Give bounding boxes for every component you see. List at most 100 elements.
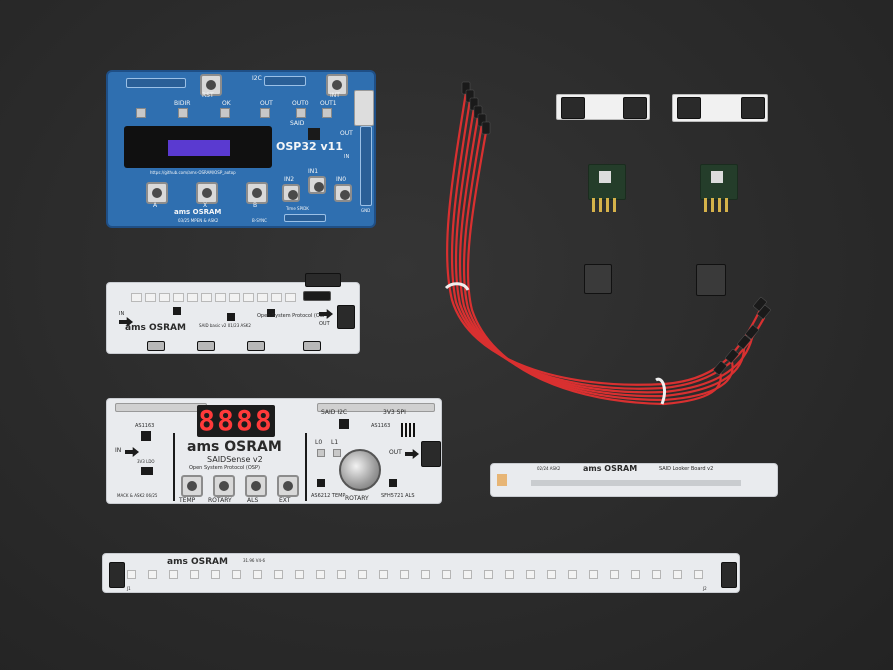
osp-out-connector <box>354 90 374 126</box>
rgb-switch-2[interactable] <box>197 341 215 351</box>
als-sensor <box>389 479 397 487</box>
rotary-button[interactable] <box>213 475 235 497</box>
rgb-led-8 <box>229 293 240 302</box>
rgb-switch-1[interactable] <box>147 341 165 351</box>
strip-led <box>694 570 703 579</box>
ldo-label: 3V3 LDO <box>137 459 155 464</box>
rgb-led-7 <box>215 293 226 302</box>
right-chip-label: AS1163 <box>371 423 391 429</box>
strip-led <box>484 570 493 579</box>
strip-led <box>169 570 178 579</box>
loose-connector-1 <box>584 264 612 294</box>
l0-label: L0 <box>315 439 323 446</box>
int-button[interactable] <box>326 74 348 96</box>
rgb-switch-3[interactable] <box>247 341 265 351</box>
osp32-sub: 03/25 MPEN & ASK2 <box>178 218 219 223</box>
als-button[interactable] <box>245 475 267 497</box>
led-strip: ams OSRAM 31.96 V4-6 J1 J2 <box>102 553 740 593</box>
strip-right-connector <box>721 562 737 588</box>
led-3 <box>220 108 230 118</box>
sense-header-right <box>317 403 435 412</box>
als-label: ALS <box>247 497 259 504</box>
bottom-header <box>284 214 326 222</box>
sensor-2-pin <box>704 198 707 212</box>
looker-pad <box>497 474 507 486</box>
in0-label: IN0 <box>336 176 347 183</box>
temp-label: TEMP <box>179 497 196 504</box>
ext-button[interactable] <box>277 475 299 497</box>
rgb-out-label: OUT <box>319 321 330 327</box>
strip-led <box>232 570 241 579</box>
out0-label: OUT0 <box>292 100 309 107</box>
strip-led <box>400 570 409 579</box>
osp32-board: RST I2C INT BIDIR OK OUT OUT0 OUT1 SAID … <box>106 70 376 228</box>
strip-led <box>274 570 283 579</box>
strip-led <box>610 570 619 579</box>
sense-in-arrow-icon <box>125 447 139 457</box>
i2c-module-2 <box>672 94 768 122</box>
rst-label: RST <box>202 92 214 99</box>
said-chip <box>308 128 320 140</box>
saidsense-board: AS1163 IN 3V3 LDO MACK & ASK2 06/25 8888… <box>106 398 442 504</box>
oled-screen <box>168 140 230 156</box>
sensor-1-pin <box>599 198 602 212</box>
sensor-module-1 <box>588 164 626 200</box>
rgb-osp-text: Open System Protocol (OSP) <box>257 313 328 319</box>
rgb-chip-2 <box>227 313 235 321</box>
left-divider <box>173 433 175 501</box>
l1-label: L1 <box>331 439 339 446</box>
rgb-led-2 <box>145 293 156 302</box>
gnd-label: GND <box>361 208 371 213</box>
temp-sensor-label: AS6212 TEMP <box>311 493 346 499</box>
sync-label: B-SYNC <box>252 218 267 223</box>
fuse-label: Trme SPIDK <box>286 206 309 211</box>
rgb-led-10 <box>257 293 268 302</box>
in2-button[interactable] <box>282 184 300 202</box>
a-button[interactable] <box>146 182 168 204</box>
right-header <box>360 126 372 206</box>
sense-out-label: OUT <box>389 449 402 456</box>
i2c-module-2-right-conn <box>741 97 765 119</box>
strip-led <box>337 570 346 579</box>
x-label: X <box>203 202 208 209</box>
looker-trace <box>531 480 741 486</box>
led-1 <box>136 108 146 118</box>
rst-button[interactable] <box>200 74 222 96</box>
in-side-label: IN <box>344 154 350 160</box>
rgb-led-3 <box>159 293 170 302</box>
right-as1163-chip <box>339 419 349 429</box>
side-out-label: OUT <box>340 130 353 137</box>
ok-label: OK <box>222 100 231 107</box>
rgb-led-5 <box>187 293 198 302</box>
sense-title: SAIDSense v2 <box>207 455 263 464</box>
strip-brand: ams OSRAM <box>167 557 228 567</box>
sensor-2-pin <box>725 198 728 212</box>
rgb-switch-4[interactable] <box>303 341 321 351</box>
rgb-board: IN SAID basic v2 01/23 ASK2 Open System … <box>106 273 360 354</box>
top-black-connector <box>305 273 341 287</box>
rgb-led-6 <box>201 293 212 302</box>
rotary-knob[interactable] <box>339 449 381 491</box>
rgb-out-connector <box>337 305 355 329</box>
in0-button[interactable] <box>334 184 352 202</box>
strip-led <box>463 570 472 579</box>
sensor-1-pin <box>592 198 595 212</box>
i2c-tag: SAID I2C <box>321 409 348 416</box>
i2c-label: I2C <box>252 75 262 82</box>
strip-led <box>190 570 199 579</box>
strip-led <box>589 570 598 579</box>
rgb-led-4 <box>173 293 184 302</box>
i2c-module-2-left-conn <box>677 97 701 119</box>
in1-button[interactable] <box>308 176 326 194</box>
strip-led <box>652 570 661 579</box>
rgb-brand: ams OSRAM <box>125 323 186 333</box>
x-button[interactable] <box>196 182 218 204</box>
b-button[interactable] <box>246 182 268 204</box>
i2c-module-1 <box>556 94 650 120</box>
strip-led <box>673 570 682 579</box>
rgb-led-11 <box>271 293 282 302</box>
sensor-2-chip <box>711 171 723 183</box>
in1-label: IN1 <box>308 168 319 175</box>
temp-button[interactable] <box>181 475 203 497</box>
